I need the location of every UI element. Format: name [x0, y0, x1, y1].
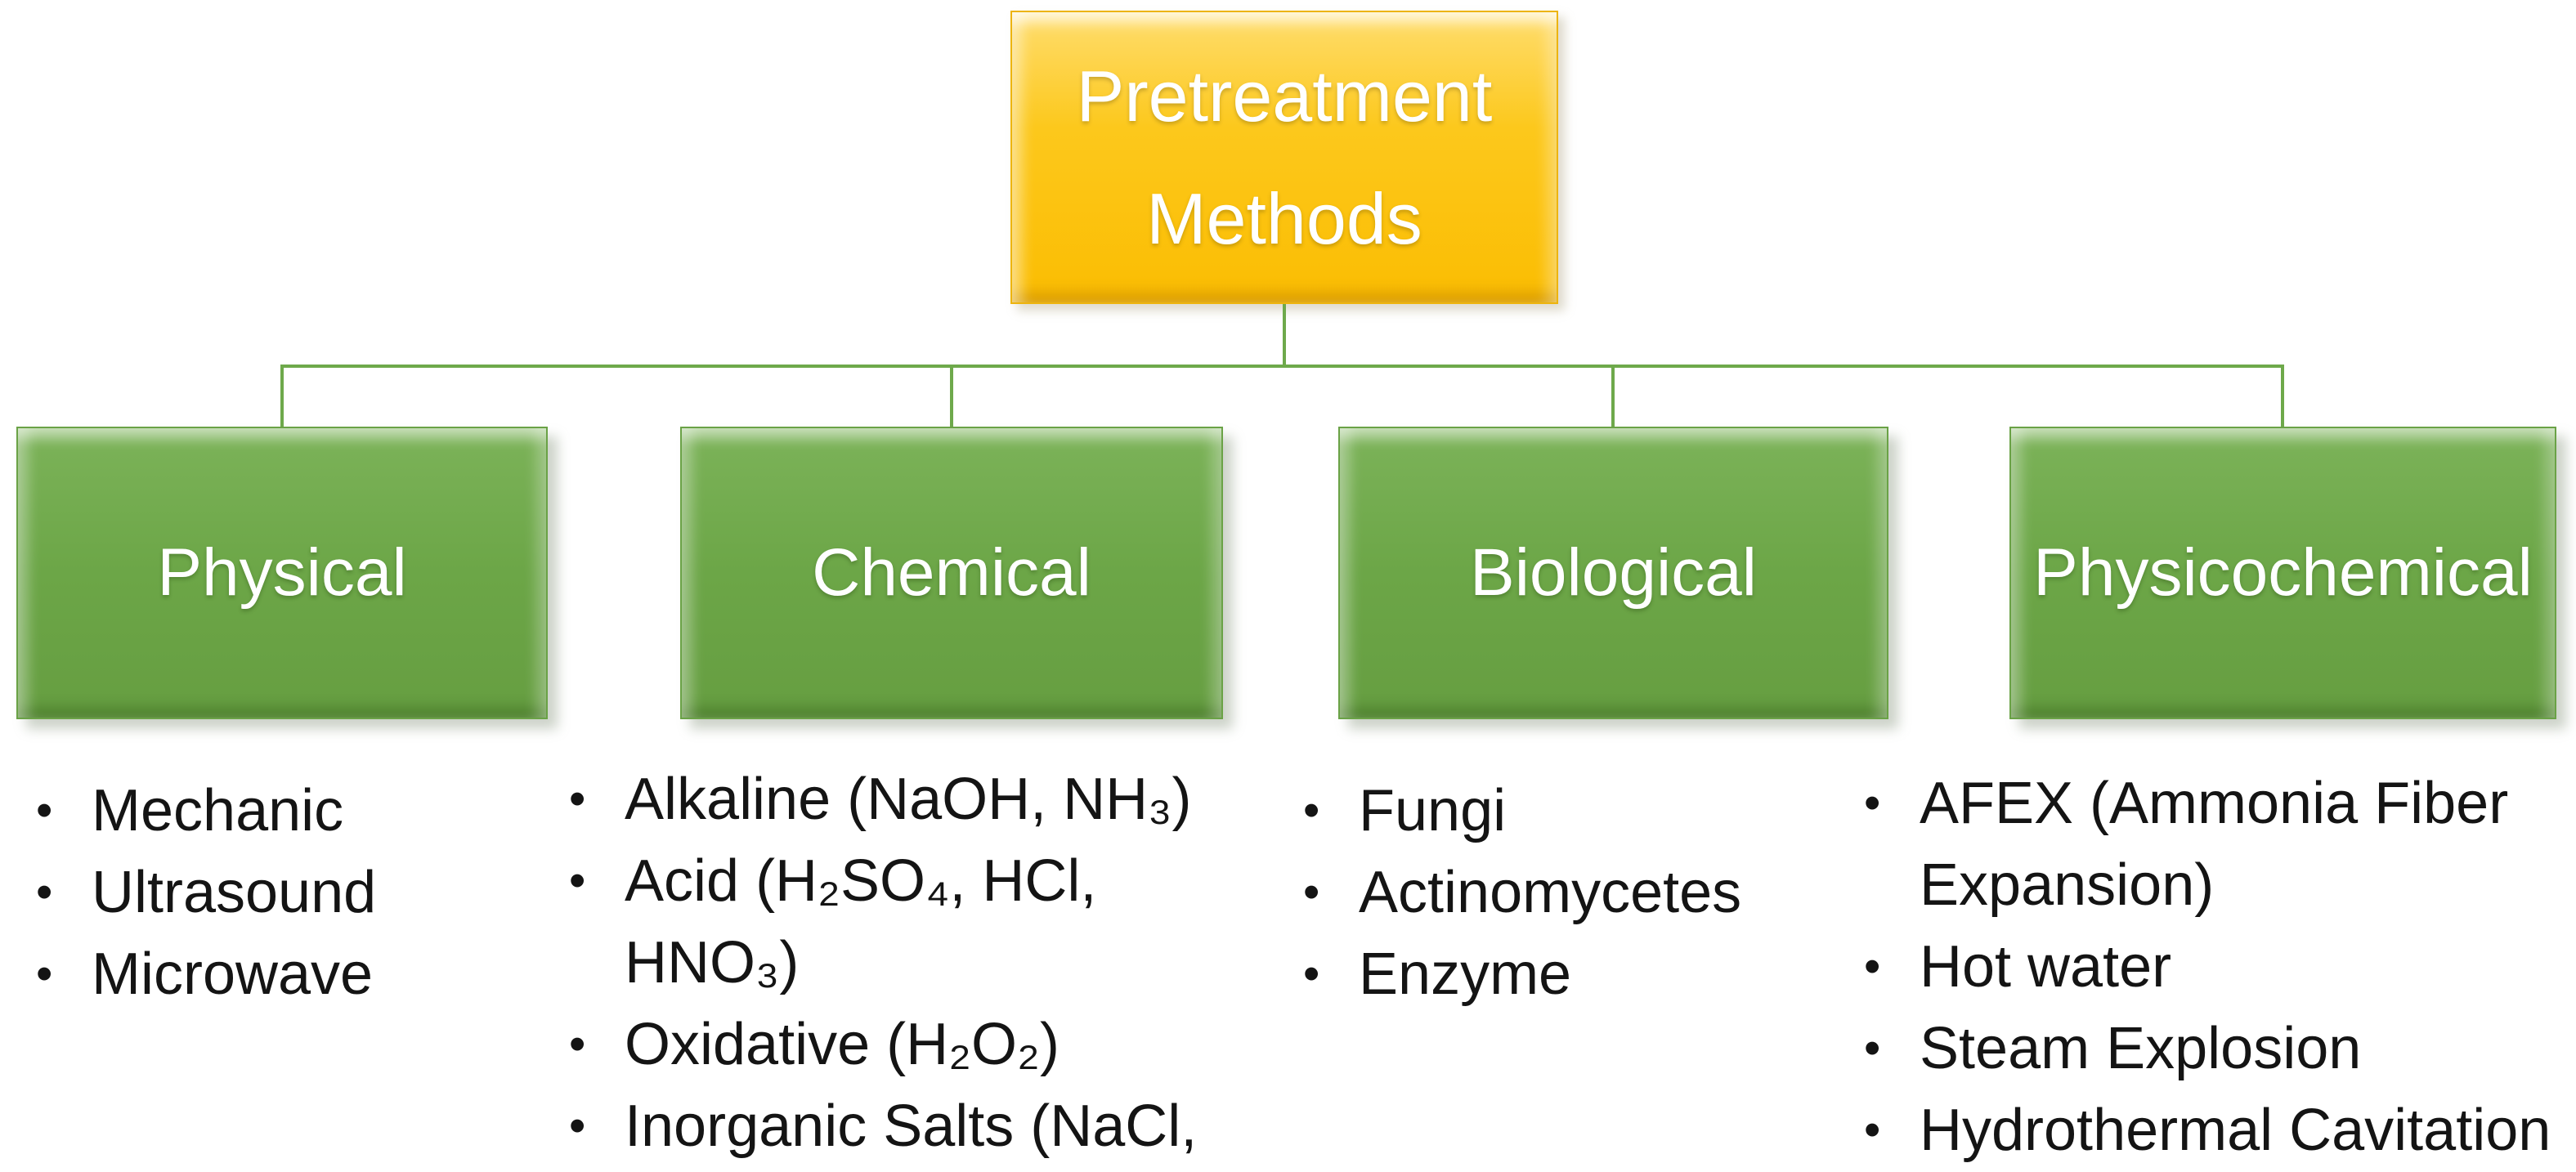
root-node-label-line-1: Pretreatment [1076, 55, 1493, 136]
category-label-physicochemical: Physicochemical [2033, 535, 2533, 610]
connector-drop-chemical [950, 366, 953, 427]
item-list-physical: MechanicUltrasoundMicrowave [31, 770, 554, 1015]
connector-stem [1283, 304, 1286, 366]
list-item: Fungi [1298, 770, 1903, 852]
category-node-chemical: Chemical [680, 427, 1223, 719]
list-item: Actinomycetes [1298, 852, 1903, 933]
category-node-biological: Biological [1338, 427, 1888, 719]
list-item: Acid (H₂SO₄, HCl, HNO₃) [564, 840, 1284, 1004]
list-item: Inorganic Salts (NaCl, KCl) [564, 1085, 1284, 1172]
list-item: Microwave [31, 933, 554, 1015]
list-item: Enzyme [1298, 933, 1903, 1015]
list-item: Mechanic [31, 770, 554, 852]
list-item: Hot water [1859, 926, 2576, 1008]
connector-drop-biological [1611, 366, 1615, 427]
list-item: AFEX (Ammonia Fiber Expansion) [1859, 763, 2576, 926]
list-item: Ultrasound [31, 852, 554, 933]
item-list-biological: FungiActinomycetesEnzyme [1298, 770, 1903, 1015]
list-item: Oxidative (H₂O₂) [564, 1004, 1284, 1085]
list-item: Alkaline (NaOH, NH₃) [564, 758, 1284, 840]
category-node-physicochemical: Physicochemical [2009, 427, 2556, 719]
list-item: Hydrothermal Cavitation [1859, 1089, 2576, 1171]
category-label-chemical: Chemical [812, 535, 1091, 610]
category-label-biological: Biological [1470, 535, 1757, 610]
item-list-chemical: Alkaline (NaOH, NH₃)Acid (H₂SO₄, HCl, HN… [564, 758, 1284, 1172]
list-item: Steam Explosion [1859, 1008, 2576, 1089]
connector-drop-physical [280, 366, 284, 427]
root-node-label-line-2: Methods [1146, 177, 1422, 259]
connector-bus [280, 365, 2284, 368]
item-list-physicochemical: AFEX (Ammonia Fiber Expansion)Hot waterS… [1859, 763, 2576, 1171]
category-label-physical: Physical [157, 535, 407, 610]
category-node-physical: Physical [16, 427, 548, 719]
connector-drop-physicochemical [2281, 366, 2284, 427]
root-node-pretreatment-methods: Pretreatment Methods [1010, 11, 1558, 304]
